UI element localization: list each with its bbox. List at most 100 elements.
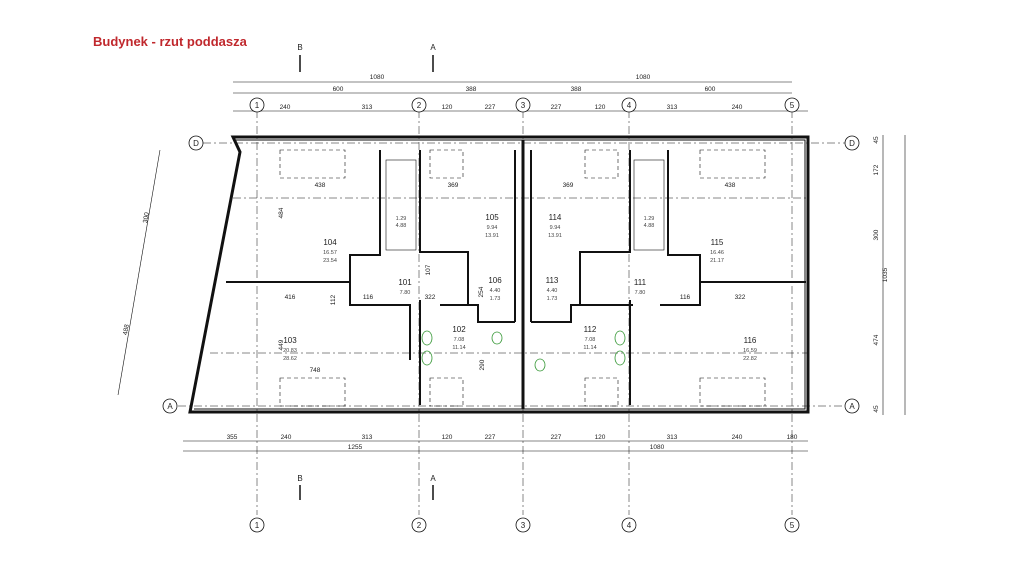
dimension-label: 449 <box>278 339 285 350</box>
dimension-label: 600 <box>333 86 344 93</box>
room-area: 16.57 <box>323 250 337 256</box>
room-area-secondary: 11.14 <box>452 345 465 351</box>
dimension-label: 227 <box>485 434 496 441</box>
dimension-label: 369 <box>448 182 459 189</box>
outer-walls <box>188 135 810 414</box>
roof-windows <box>279 149 766 407</box>
stair-area-secondary: 4.88 <box>644 223 655 229</box>
axis-bubble <box>621 97 637 113</box>
axis-label-5: 5 <box>790 101 795 110</box>
room-area-secondary: 11.14 <box>583 345 596 351</box>
axis-bubble <box>162 398 178 414</box>
room-number: 114 <box>549 213 562 222</box>
axis-label-2: 2 <box>417 521 422 530</box>
room-area: 9.94 <box>550 225 561 231</box>
dimension-label: 120 <box>595 434 606 441</box>
dimension-label: 388 <box>466 86 477 93</box>
room-number: 111 <box>634 278 647 287</box>
dimension-label: 600 <box>705 86 716 93</box>
dimension-label: 290 <box>479 359 486 370</box>
room-number: 112 <box>584 325 597 334</box>
dimension-label: 227 <box>551 434 562 441</box>
axis-label-5: 5 <box>790 521 795 530</box>
room-area: 16.46 <box>710 250 724 256</box>
dimension-label: 180 <box>787 434 798 441</box>
axis-label-4: 4 <box>627 521 632 530</box>
axis-bubble <box>844 135 860 151</box>
dimension-label: 172 <box>873 164 880 175</box>
dimension-label: 227 <box>485 104 496 111</box>
dimension-label: 1080 <box>370 74 385 81</box>
room-number: 113 <box>546 276 559 285</box>
outer-walls-inner <box>194 139 806 410</box>
room-area-secondary: 22.82 <box>743 356 757 362</box>
dimension-label: 300 <box>873 229 880 240</box>
room-number: 101 <box>398 278 412 287</box>
dimension-label: 322 <box>425 294 436 301</box>
axis-bubble <box>515 97 531 113</box>
dimension-label: 313 <box>667 104 678 111</box>
room-area: 7.08 <box>454 337 465 343</box>
dimension-label: 45 <box>873 136 880 144</box>
room-area: 7.80 <box>635 290 646 296</box>
dimension-label: 227 <box>551 104 562 111</box>
axis-label-A: A <box>849 402 855 411</box>
axis-bubble <box>188 135 204 151</box>
axis-bubble <box>784 517 800 533</box>
axis-label-1: 1 <box>255 521 260 530</box>
dimension-label: 313 <box>667 434 678 441</box>
axis-bubble <box>249 517 265 533</box>
room-area: 9.94 <box>487 225 498 231</box>
section-marks <box>299 55 434 500</box>
room-area-secondary: 23.54 <box>323 258 337 264</box>
axis-label-3: 3 <box>521 521 526 530</box>
axis-bubble <box>621 517 637 533</box>
room-area: 7.80 <box>400 290 411 296</box>
stair-area: 1.29 <box>644 216 655 222</box>
axis-bubble <box>515 517 531 533</box>
dimension-label: 355 <box>227 434 238 441</box>
axis-label-D: D <box>849 139 855 148</box>
room-area-secondary: 28.62 <box>283 356 297 362</box>
section-marker-b: B <box>297 43 302 52</box>
dimension-label: 1255 <box>348 444 363 451</box>
dimension-label: 322 <box>735 294 746 301</box>
dimension-label: 120 <box>442 434 453 441</box>
axis-label-4: 4 <box>627 101 632 110</box>
axis-label-A: A <box>167 402 173 411</box>
section-marker-a: A <box>430 43 436 52</box>
room-area: 16.59 <box>743 348 757 354</box>
dimension-label: 112 <box>330 294 337 305</box>
room-number: 102 <box>452 325 466 334</box>
section-marker-a: A <box>430 474 436 483</box>
dimension-label: 240 <box>732 434 743 441</box>
dimension-label: 300 <box>142 211 151 223</box>
dimension-label: 438 <box>315 182 326 189</box>
dimension-label: 369 <box>563 182 574 189</box>
room-area-secondary: 1.73 <box>490 296 501 302</box>
room-area: 20.83 <box>283 348 297 354</box>
dimension-label: 120 <box>442 104 453 111</box>
room-area-secondary: 1.73 <box>547 296 558 302</box>
dimension-label: 116 <box>363 294 374 301</box>
room-area-secondary: 13.91 <box>485 233 499 239</box>
axis-label-1: 1 <box>255 101 260 110</box>
axis-label-2: 2 <box>417 101 422 110</box>
dimension-label: 1035 <box>882 267 889 282</box>
dimension-label: 240 <box>280 104 291 111</box>
axis-label-D: D <box>193 139 199 148</box>
stairs <box>385 159 665 251</box>
dimension-label: 254 <box>478 286 485 297</box>
dimension-label: 388 <box>571 86 582 93</box>
section-marker-b: B <box>297 474 302 483</box>
dimension-label: 484 <box>278 207 285 218</box>
axis-bubble <box>249 97 265 113</box>
sanitary-fixtures <box>421 330 626 372</box>
room-area-secondary: 21.17 <box>710 258 724 264</box>
interior-walls <box>226 150 806 405</box>
dimension-label: 116 <box>680 294 691 301</box>
room-number: 103 <box>283 336 297 345</box>
dimension-label: 120 <box>595 104 606 111</box>
room-area: 7.08 <box>585 337 596 343</box>
